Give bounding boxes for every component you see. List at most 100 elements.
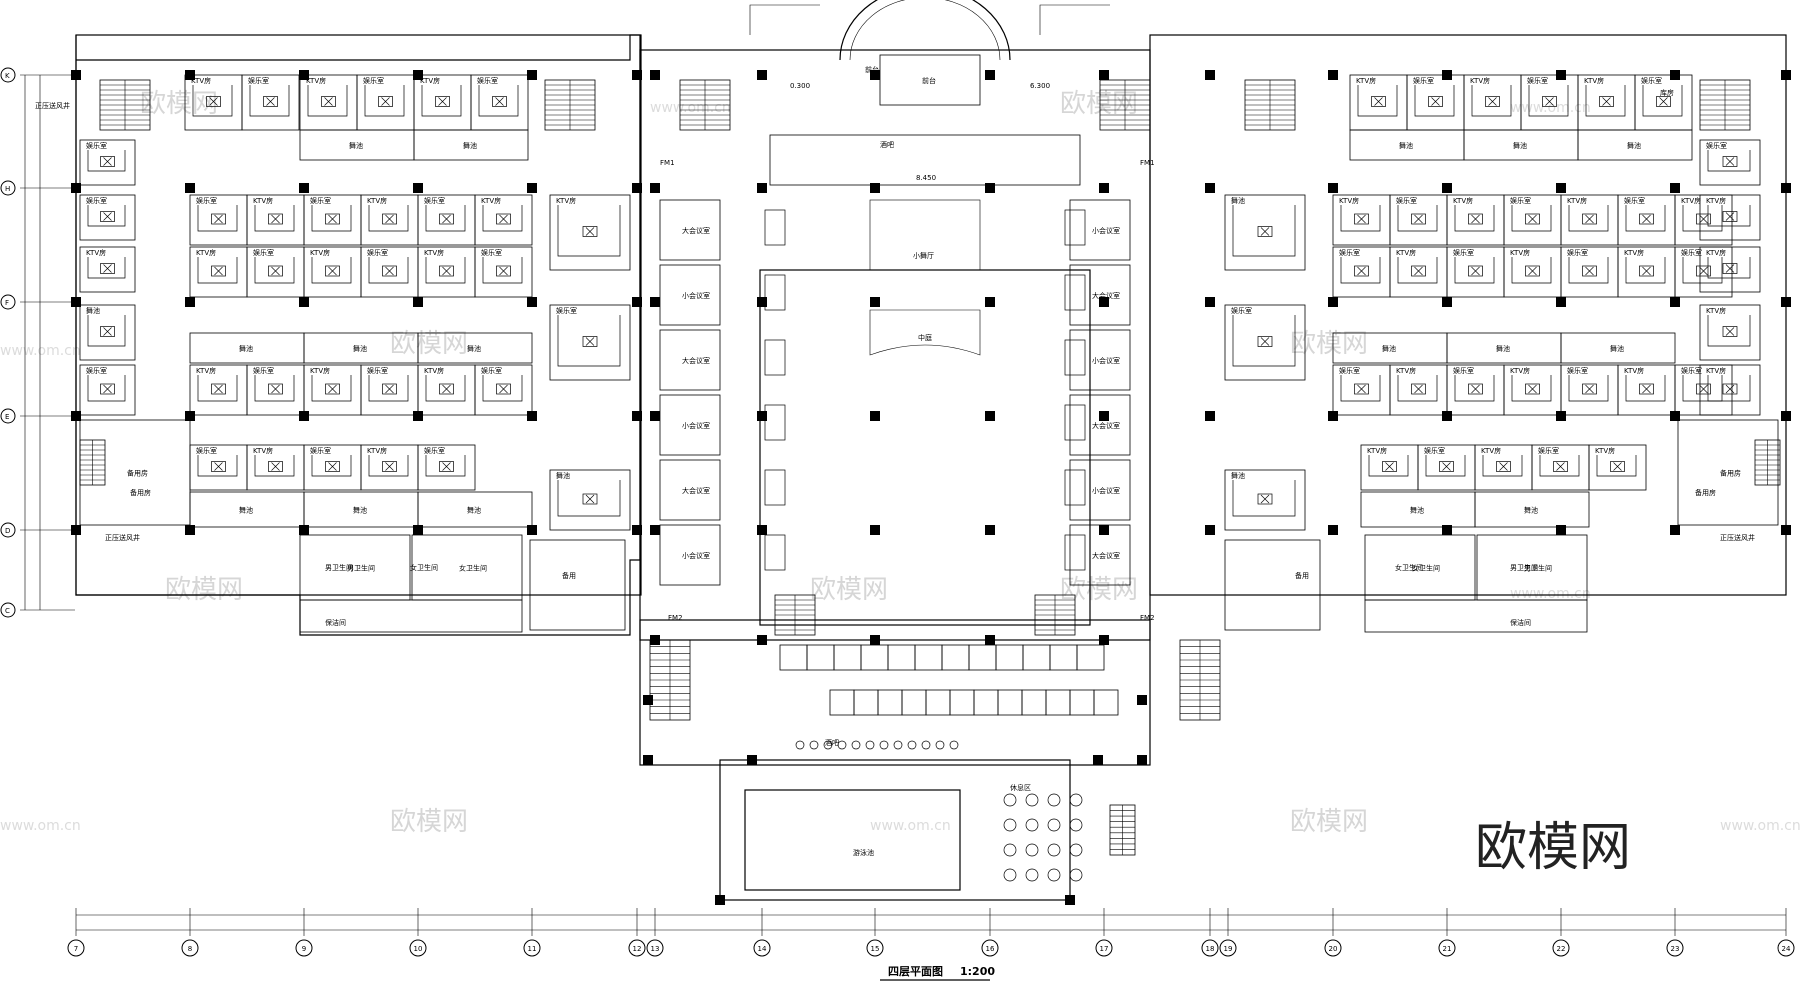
door-tag: FM2 xyxy=(1140,614,1155,622)
svg-text:娱乐室: 娱乐室 xyxy=(196,446,217,455)
lounge-table xyxy=(1003,868,1017,882)
ktv-room: KTV房 xyxy=(303,364,362,416)
ktv-room: KTV房 xyxy=(1699,194,1761,241)
ktv-room: KTV房 xyxy=(417,246,476,298)
bar-stool xyxy=(823,740,833,750)
grid-bubble xyxy=(866,939,884,957)
column xyxy=(1328,70,1338,80)
svg-text:KTV房: KTV房 xyxy=(1567,196,1587,205)
stair xyxy=(544,79,596,131)
bar-stool xyxy=(879,740,889,750)
column xyxy=(1442,525,1452,535)
grid-label: 14 xyxy=(758,945,767,953)
ktv-room: KTV房 xyxy=(299,74,358,131)
ktv-room: 娱乐室 xyxy=(189,194,248,246)
ktv-room: KTV房 xyxy=(1389,364,1448,416)
ktv-room: 娱乐室 xyxy=(417,194,476,246)
room xyxy=(299,599,523,633)
room xyxy=(1022,644,1051,671)
column xyxy=(527,525,537,535)
svg-text:舞池: 舞池 xyxy=(1513,141,1527,150)
column xyxy=(413,525,423,535)
svg-text:舞池: 舞池 xyxy=(1410,506,1424,515)
ktv-room: 娱乐室 xyxy=(360,246,419,298)
watermark-url: www.om.cn xyxy=(1510,586,1591,602)
svg-text:娱乐室: 娱乐室 xyxy=(1567,366,1588,375)
column xyxy=(71,70,81,80)
column xyxy=(527,70,537,80)
ktv-room: 娱乐室 xyxy=(241,74,300,131)
ktv-room: 娱乐室 xyxy=(549,304,631,381)
svg-text:娱乐室: 娱乐室 xyxy=(310,446,331,455)
room: 大会议室 xyxy=(1069,524,1131,586)
svg-text:娱乐室: 娱乐室 xyxy=(556,306,577,315)
column xyxy=(1670,525,1680,535)
drawing-title: 四层平面图 xyxy=(888,965,943,978)
room xyxy=(769,134,1081,186)
ktv-room: 娱乐室 xyxy=(246,364,305,416)
room xyxy=(997,689,1023,716)
ktv-room: KTV房 xyxy=(1699,304,1761,361)
column xyxy=(71,525,81,535)
column xyxy=(299,297,309,307)
table xyxy=(764,274,786,311)
column xyxy=(527,297,537,307)
svg-text:舞池: 舞池 xyxy=(1627,141,1641,150)
grid-label-f: F xyxy=(5,299,9,307)
column xyxy=(1328,525,1338,535)
room xyxy=(860,644,889,671)
ktv-room: 娱乐室 xyxy=(1406,74,1465,131)
room: 男卫生间 xyxy=(299,534,411,601)
ktv-room: KTV房 xyxy=(79,246,136,293)
room xyxy=(806,644,835,671)
column xyxy=(1781,70,1791,80)
grid-label: 11 xyxy=(528,945,537,953)
column xyxy=(1781,297,1791,307)
ktv-room: 娱乐室 xyxy=(189,444,248,491)
svg-text:KTV房: KTV房 xyxy=(556,196,576,205)
grid-label: 8 xyxy=(188,945,192,953)
svg-text:娱乐室: 娱乐室 xyxy=(1510,196,1531,205)
bar-stool xyxy=(907,740,917,750)
column xyxy=(1205,525,1215,535)
svg-text:KTV房: KTV房 xyxy=(1510,248,1530,257)
svg-text:KTV房: KTV房 xyxy=(1706,366,1726,375)
svg-text:娱乐室: 娱乐室 xyxy=(196,196,217,205)
grid-label: 23 xyxy=(1671,945,1680,953)
lounge-table xyxy=(1069,868,1083,882)
ktv-room: KTV房 xyxy=(413,74,472,131)
room xyxy=(995,644,1024,671)
column xyxy=(632,183,642,193)
column xyxy=(71,411,81,421)
svg-text:娱乐室: 娱乐室 xyxy=(1396,196,1417,205)
watermark-url: www.om.cn xyxy=(650,100,731,116)
bar-stool xyxy=(935,740,945,750)
svg-text:KTV房: KTV房 xyxy=(310,366,330,375)
svg-text:舞池: 舞池 xyxy=(353,506,367,515)
watermark-url: www.om.cn xyxy=(870,818,951,834)
svg-text:小会议室: 小会议室 xyxy=(1092,226,1120,235)
stair xyxy=(99,79,151,131)
grid-label: 12 xyxy=(633,945,642,953)
column xyxy=(1556,411,1566,421)
elevation: 0.300 xyxy=(790,82,810,90)
ktv-room: 娱乐室 xyxy=(1224,304,1306,381)
ktv-room: 娱乐室 xyxy=(303,194,362,246)
svg-text:娱乐室: 娱乐室 xyxy=(1453,248,1474,257)
room xyxy=(1076,644,1105,671)
room: 舞池 xyxy=(303,491,419,528)
column xyxy=(1205,297,1215,307)
svg-text:KTV房: KTV房 xyxy=(1453,196,1473,205)
svg-text:娱乐室: 娱乐室 xyxy=(1538,446,1559,455)
svg-text:舞池: 舞池 xyxy=(1496,344,1510,353)
lounge-table xyxy=(1003,843,1017,857)
watermark: 欧模网 xyxy=(140,89,218,119)
lounge-table xyxy=(1047,793,1061,807)
column xyxy=(413,297,423,307)
ktv-room: 娱乐室 xyxy=(1332,364,1391,416)
room: 备用房 xyxy=(79,419,191,526)
column xyxy=(71,183,81,193)
room: 大会议室 xyxy=(659,329,721,391)
ktv-room: 舞池 xyxy=(549,469,631,531)
grid-label-k: K xyxy=(5,72,10,80)
